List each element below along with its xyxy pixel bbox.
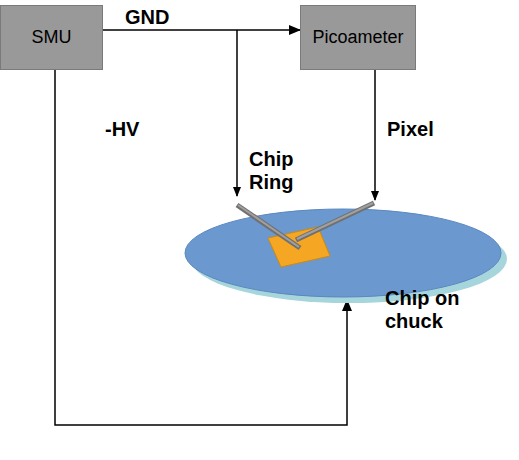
box-label: SMU	[32, 27, 72, 48]
pixel-probe	[296, 203, 374, 240]
pixel-probe-highlight	[297, 203, 373, 239]
instrument-box: Picoameter	[300, 5, 416, 70]
wire-label: Pixel	[387, 118, 467, 141]
pixel-wire	[374, 70, 376, 200]
connector	[103, 29, 300, 31]
ring-probe	[237, 205, 300, 248]
wire-label: Chip Ring	[249, 148, 319, 194]
edge-label: GND	[125, 6, 169, 29]
box-label: Picoameter	[312, 27, 403, 48]
chuck-shape	[183, 207, 503, 299]
edge-label: -HV	[105, 118, 139, 141]
chuck-ellipse: Chip on chuck	[183, 207, 503, 299]
chuck-label: Chip on chuck	[385, 287, 510, 333]
instrument-box: SMU	[0, 5, 103, 70]
ring-wire	[236, 30, 238, 196]
ring-probe-highlight	[238, 205, 299, 247]
